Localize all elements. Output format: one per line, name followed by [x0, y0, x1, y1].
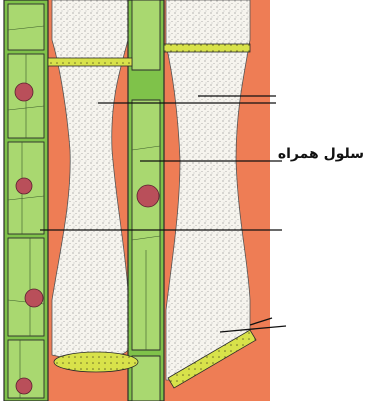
sieve-plate-icon: [54, 352, 138, 372]
sieve-plate-icon: [164, 44, 250, 52]
sieve-plate-icon: [48, 58, 132, 66]
nucleus-icon: [137, 185, 159, 207]
companion-cell-label: سلول همراه: [286, 146, 364, 162]
right-edge-cell: [262, 0, 270, 401]
